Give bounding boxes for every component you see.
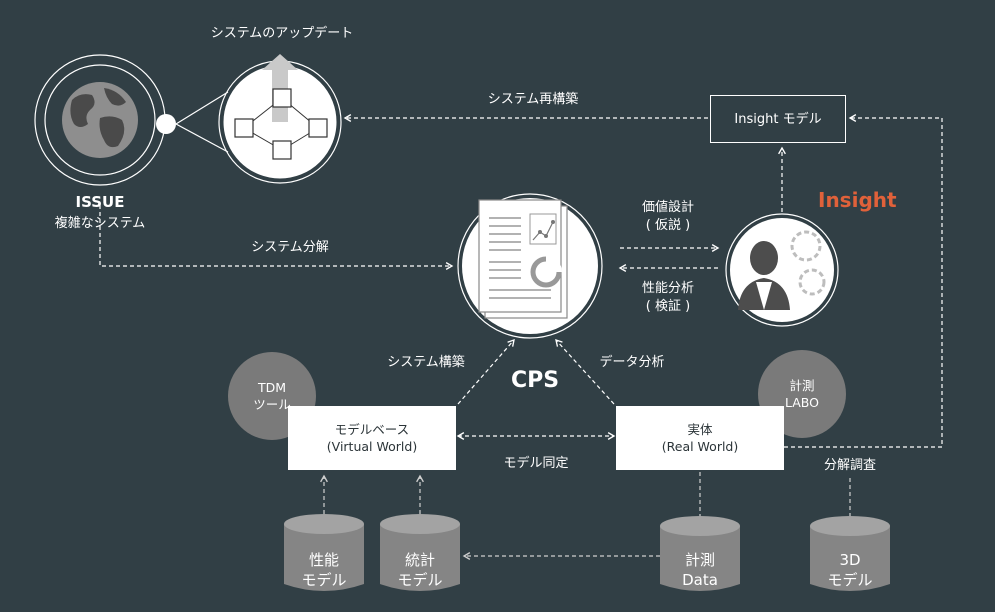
perf-model-cylinder: 性能 モデル xyxy=(284,528,364,594)
model-base-line2: (Virtual World) xyxy=(326,439,418,454)
cylinder-shapes xyxy=(284,514,890,591)
update-label: システムのアップデート xyxy=(210,26,354,41)
rebuild-label: システム再構築 xyxy=(487,92,579,107)
perf-analysis-line2: ( 検証 ) xyxy=(645,299,691,314)
real-entity-line1: 実体 xyxy=(687,422,713,437)
issue-title: ISSUE xyxy=(75,193,125,211)
stat-model-cylinder: 統計 モデル xyxy=(380,528,460,594)
decompose-label: システム分解 xyxy=(251,240,329,255)
value-design-line1: 価値設計 xyxy=(641,200,695,215)
document-chart-icon xyxy=(457,193,603,339)
measure-data-line1: 計測 xyxy=(684,551,715,569)
tdm-tool-line2: ツール xyxy=(253,397,291,412)
insight-model-box: Insight モデル xyxy=(710,95,846,143)
model-base-box: モデルベース (Virtual World) xyxy=(288,406,456,470)
stat-model-line1: 統計 xyxy=(404,551,435,569)
perf-model-line2: モデル xyxy=(301,571,347,589)
tdm-tool-line1: TDM xyxy=(257,380,287,395)
model-base-line1: モデルベース xyxy=(334,422,410,437)
cps-label: CPS xyxy=(510,368,560,393)
measure-data-cylinder: 計測 Data xyxy=(660,528,740,594)
model-3d-line2: モデル xyxy=(827,571,873,589)
perf-model-line1: 性能 xyxy=(308,551,339,569)
real-entity-box: 実体 (Real World) xyxy=(616,406,784,470)
model-identify-label: モデル同定 xyxy=(503,456,569,471)
globe-icon xyxy=(34,54,166,186)
model-3d-cylinder: 3D モデル xyxy=(810,528,890,594)
person-gear-icon xyxy=(725,213,839,327)
real-entity-line2: (Real World) xyxy=(661,439,739,454)
system-build-label: システム構築 xyxy=(387,355,465,370)
measure-data-line2: Data xyxy=(682,571,718,589)
stat-model-line2: モデル xyxy=(397,571,443,589)
perf-analysis-line1: 性能分析 xyxy=(641,281,695,296)
insight-label: Insight xyxy=(818,188,897,212)
cube-network-icon xyxy=(218,54,342,184)
decompose-survey-label: 分解調査 xyxy=(823,458,877,473)
model-3d-line1: 3D xyxy=(839,551,861,569)
data-analysis-label: データ分析 xyxy=(599,355,665,370)
labo-line2: LABO xyxy=(785,395,819,410)
labo-line1: 計測 xyxy=(789,378,815,393)
insight-model-label: Insight モデル xyxy=(734,111,822,127)
value-design-line2: ( 仮説 ) xyxy=(645,218,691,233)
issue-subtitle: 複雑なシステム xyxy=(54,216,146,231)
